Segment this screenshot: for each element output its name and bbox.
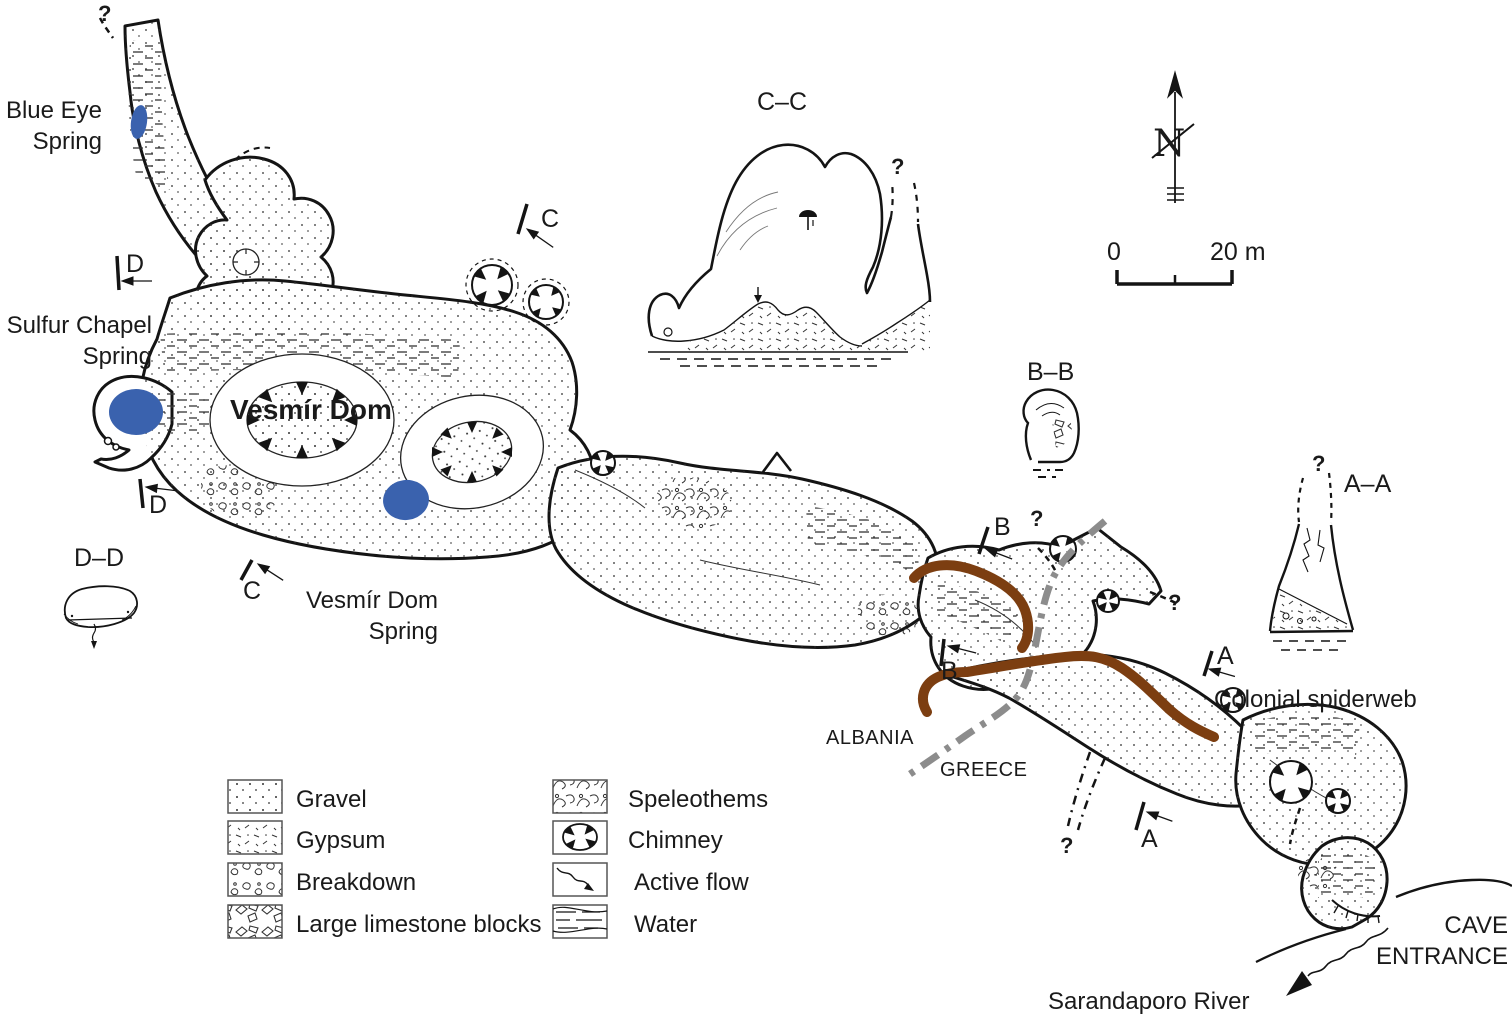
label-cave-entrance: CAVE ENTRANCE bbox=[1376, 912, 1509, 971]
cross-section-aa bbox=[1268, 472, 1355, 651]
marker-b1 bbox=[977, 526, 1013, 560]
cross-section-bb bbox=[1022, 388, 1080, 478]
sulfur-chapel-spring-pool bbox=[109, 389, 163, 435]
label-greece: GREECE bbox=[940, 759, 1028, 781]
chimney-symbols bbox=[465, 258, 1351, 814]
marker-label-d2: D bbox=[149, 491, 168, 519]
marker-a2 bbox=[1134, 801, 1173, 831]
scale-start-label: 0 bbox=[1107, 238, 1121, 266]
albania-greece-border-line bbox=[908, 518, 1108, 777]
cross-section-cc bbox=[647, 143, 932, 367]
marker-d2 bbox=[138, 478, 176, 509]
north-arrow bbox=[1151, 70, 1195, 203]
legend-swatch-breakdown bbox=[227, 862, 283, 897]
cave-entrance-art bbox=[1255, 878, 1512, 996]
marker-c1 bbox=[516, 203, 554, 248]
legend-label-water: Water bbox=[634, 911, 698, 938]
scale-end-label: 20 m bbox=[1210, 238, 1266, 266]
marker-label-d1: D bbox=[126, 250, 145, 278]
legend-label-gravel: Gravel bbox=[296, 786, 367, 813]
marker-c2 bbox=[239, 559, 284, 581]
north-label: N bbox=[1153, 122, 1186, 165]
section-label-aa: A–A bbox=[1344, 470, 1392, 498]
section-label-bb: B–B bbox=[1027, 358, 1075, 386]
legend-label-gypsum: Gypsum bbox=[296, 827, 386, 854]
label-albania: ALBANIA bbox=[826, 727, 914, 749]
marker-b2 bbox=[939, 638, 977, 667]
question-mark-border: ? bbox=[1030, 506, 1044, 531]
dome-contours bbox=[209, 248, 1331, 801]
cave-outline bbox=[92, 18, 1408, 931]
question-mark-aa-section: ? bbox=[1312, 451, 1326, 476]
legend-label-chimney: Chimney bbox=[628, 827, 723, 854]
legend-label-speleothems: Speleothems bbox=[628, 786, 769, 813]
label-colonial-spiderweb: Colonial spiderweb bbox=[1214, 686, 1417, 713]
label-vesmir-dom-spring: Vesmír Dom Spring bbox=[305, 587, 438, 646]
marker-label-a1: A bbox=[1217, 642, 1234, 670]
legend-swatches bbox=[227, 779, 608, 939]
section-label-cc: C–C bbox=[757, 88, 808, 116]
legend-swatch-blocks bbox=[227, 904, 283, 939]
question-mark-south-passage: ? bbox=[1060, 833, 1074, 858]
marker-label-b1: B bbox=[994, 513, 1011, 541]
scale-bar bbox=[1115, 270, 1234, 286]
legend-swatch-speleothems bbox=[552, 779, 608, 814]
springs bbox=[109, 105, 429, 521]
label-vesmir-dom: Vesmír Dom bbox=[230, 394, 392, 425]
legend-swatch-gypsum bbox=[227, 820, 283, 855]
marker-label-c1: C bbox=[541, 205, 560, 233]
river-flow-arrow bbox=[1307, 927, 1389, 977]
question-mark-cc-section: ? bbox=[891, 154, 905, 179]
marker-d1 bbox=[115, 255, 152, 291]
section-label-dd: D–D bbox=[74, 544, 125, 572]
blue-eye-spring-pool bbox=[130, 105, 148, 139]
legend-label-breakdown: Breakdown bbox=[296, 869, 417, 896]
question-mark-upper-passage: ? bbox=[98, 1, 112, 26]
slope-triangles bbox=[247, 382, 512, 482]
cave-texture-patches bbox=[200, 465, 1338, 890]
vesmir-dom-spring-pool bbox=[383, 479, 429, 521]
marker-label-a2: A bbox=[1141, 825, 1158, 853]
question-mark-east-passage: ? bbox=[1168, 590, 1182, 615]
cross-section-dd bbox=[63, 585, 138, 649]
legend-swatch-active-flow bbox=[552, 862, 608, 897]
section-markers bbox=[115, 203, 1236, 831]
label-sarandaporo-river: Sarandaporo River bbox=[1048, 988, 1250, 1015]
marker-a1 bbox=[1202, 650, 1236, 678]
colonial-spiderweb-lines bbox=[909, 560, 1219, 742]
legend-label-large-limestone-blocks: Large limestone blocks bbox=[296, 911, 542, 938]
label-blue-eye-spring: Blue Eye Spring bbox=[5, 97, 102, 156]
dashed-passages bbox=[98, 17, 1302, 845]
marker-label-b2: B bbox=[941, 657, 958, 685]
legend-swatch-gravel bbox=[227, 779, 283, 814]
legend-label-active-flow: Active flow bbox=[634, 869, 749, 896]
label-sulfur-chapel-spring: Sulfur Chapel Spring bbox=[6, 312, 152, 371]
marker-label-c2: C bbox=[243, 577, 262, 605]
